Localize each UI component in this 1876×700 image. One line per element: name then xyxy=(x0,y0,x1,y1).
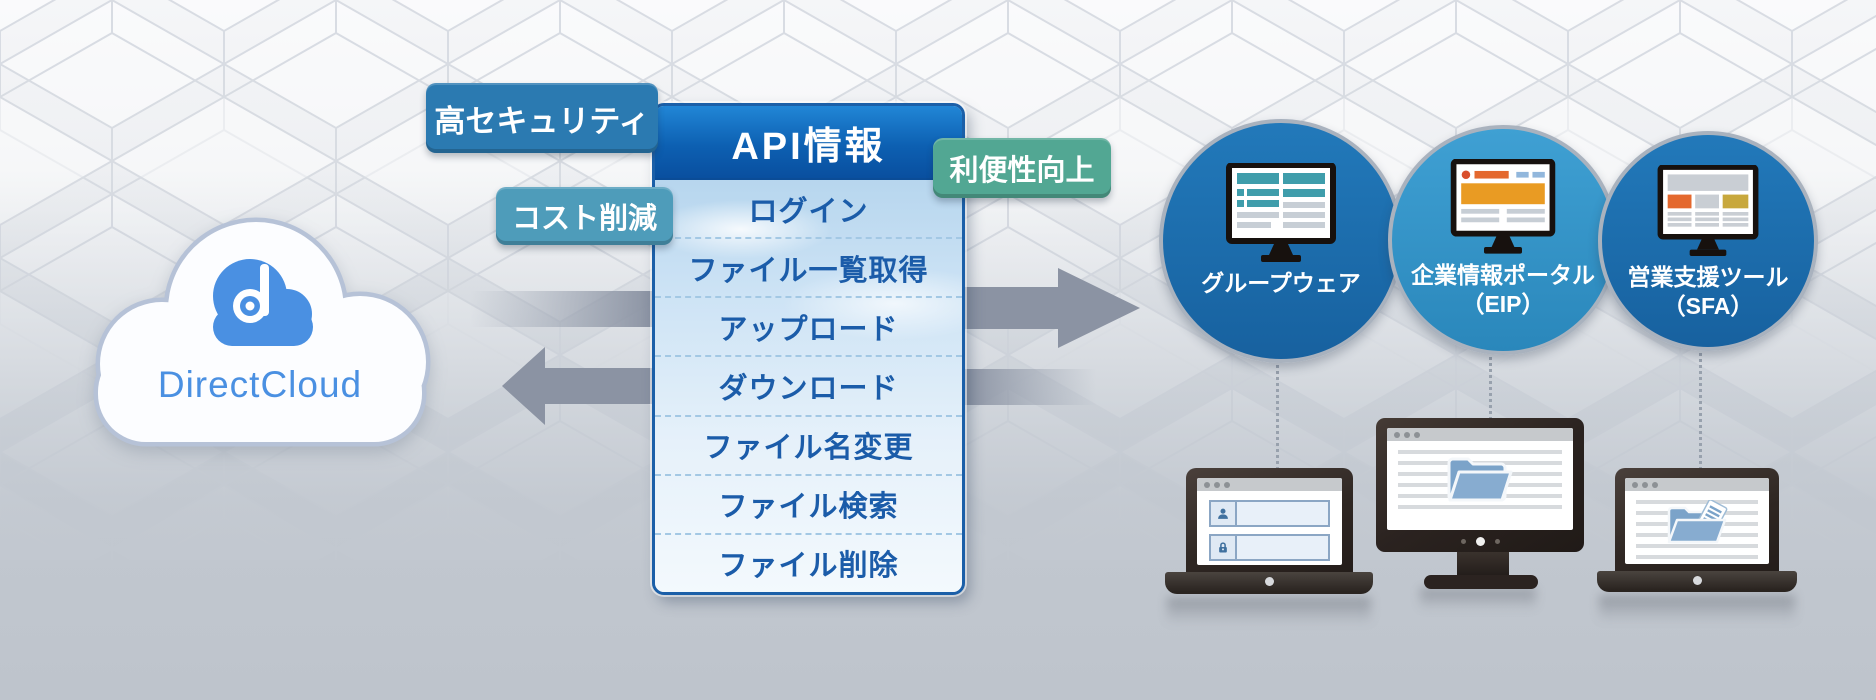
left-arrow-head xyxy=(502,347,655,425)
api-panel-title: API情報 xyxy=(655,106,962,180)
system-label: 営業支援ツール （SFA） xyxy=(1628,263,1789,321)
laptop-login-device xyxy=(1165,468,1373,594)
right-arrow-tail xyxy=(470,291,653,327)
desktop-monitor-device xyxy=(1376,418,1584,600)
api-item-file-list: ファイル一覧取得 xyxy=(655,239,962,299)
right-arrow-head xyxy=(964,268,1140,348)
laptop-screen-content xyxy=(1197,478,1342,565)
system-label-line1: 営業支援ツール xyxy=(1627,264,1789,290)
system-label-line2: （EIP） xyxy=(1461,290,1545,317)
titlebar-dot-icon xyxy=(1204,481,1210,488)
system-label-line2: （SFA） xyxy=(1662,292,1754,319)
window-titlebar xyxy=(1197,478,1342,491)
laptop-screen xyxy=(1186,468,1353,572)
laptop-base xyxy=(1597,571,1797,592)
titlebar-dot-icon xyxy=(1414,431,1420,438)
titlebar-dot-icon xyxy=(1632,481,1638,488)
monitor-reflection xyxy=(1420,588,1536,614)
titlebar-dot-icon xyxy=(1642,481,1648,488)
monitor-bezel-dots xyxy=(1376,537,1584,546)
directcloud-logo-icon xyxy=(213,259,313,346)
window-titlebar xyxy=(1387,428,1573,441)
sfa-monitor-icon xyxy=(1657,165,1759,256)
laptop-folder-reflection xyxy=(1599,595,1795,627)
folder-icon xyxy=(1447,457,1513,502)
bezel-dot-icon xyxy=(1460,539,1466,544)
laptop-screen xyxy=(1615,468,1779,571)
titlebar-dot-icon xyxy=(1224,481,1230,488)
laptop-screen-content xyxy=(1625,478,1769,564)
badge-convenience: 利便性向上 xyxy=(933,138,1111,198)
laptop-login-reflection xyxy=(1167,597,1371,629)
system-label-line1: 企業情報ポータル xyxy=(1411,262,1595,288)
api-item-rename: ファイル名変更 xyxy=(655,417,962,476)
password-input-area xyxy=(1237,536,1328,559)
api-item-list: ログイン ファイル一覧取得 アップロード ダウンロード ファイル名変更 ファイル… xyxy=(655,180,962,592)
login-form xyxy=(1197,491,1342,561)
left-arrow-tail xyxy=(964,369,1096,405)
folder-document-icon xyxy=(1667,500,1728,544)
power-led-icon xyxy=(1475,537,1485,546)
api-item-download: ダウンロード xyxy=(655,357,962,417)
system-label: グループウェア xyxy=(1201,269,1361,298)
titlebar-dot-icon xyxy=(1394,431,1400,438)
lock-icon xyxy=(1211,536,1237,559)
badge-high-security: 高セキュリティ xyxy=(426,83,658,153)
connector-eip xyxy=(1489,346,1492,420)
groupware-monitor-icon xyxy=(1226,163,1336,262)
api-item-upload: アップロード xyxy=(655,298,962,358)
badge-cost-reduction: コスト削減 xyxy=(496,187,673,245)
system-label-line1: グループウェア xyxy=(1201,270,1361,296)
titlebar-dot-icon xyxy=(1404,431,1410,438)
monitor-stand-base xyxy=(1424,575,1538,589)
window-titlebar xyxy=(1625,478,1769,491)
brand-name: DirectCloud xyxy=(157,364,363,405)
monitor-screen-content xyxy=(1387,428,1573,530)
user-icon xyxy=(1211,502,1237,525)
monitor-frame xyxy=(1376,418,1584,552)
api-item-login: ログイン xyxy=(655,180,962,240)
eip-monitor-icon xyxy=(1450,159,1556,254)
username-input-area xyxy=(1237,502,1328,525)
password-field xyxy=(1209,534,1330,561)
api-item-search: ファイル検索 xyxy=(655,476,962,535)
username-field xyxy=(1209,500,1330,527)
titlebar-dot-icon xyxy=(1652,481,1658,488)
laptop-folder-device xyxy=(1597,468,1797,592)
connector-sfa xyxy=(1699,342,1702,470)
system-label: 企業情報ポータル （EIP） xyxy=(1411,261,1595,319)
laptop-base xyxy=(1165,572,1373,594)
directcloud-cloud: DirectCloud xyxy=(58,192,462,460)
api-info-panel: API情報 ログイン ファイル一覧取得 アップロード ダウンロード ファイル名変… xyxy=(652,103,965,595)
api-item-delete: ファイル削除 xyxy=(718,550,899,583)
monitor-stand-neck xyxy=(1457,552,1509,575)
bezel-dot-icon xyxy=(1494,539,1500,544)
titlebar-dot-icon xyxy=(1214,481,1220,488)
system-circle-eip: 企業情報ポータル （EIP） xyxy=(1388,125,1618,355)
connector-groupware xyxy=(1276,352,1279,470)
system-circle-sfa: 営業支援ツール （SFA） xyxy=(1598,131,1818,351)
system-circle-groupware: グループウェア xyxy=(1159,119,1403,363)
cloud-shape-icon xyxy=(93,217,431,447)
